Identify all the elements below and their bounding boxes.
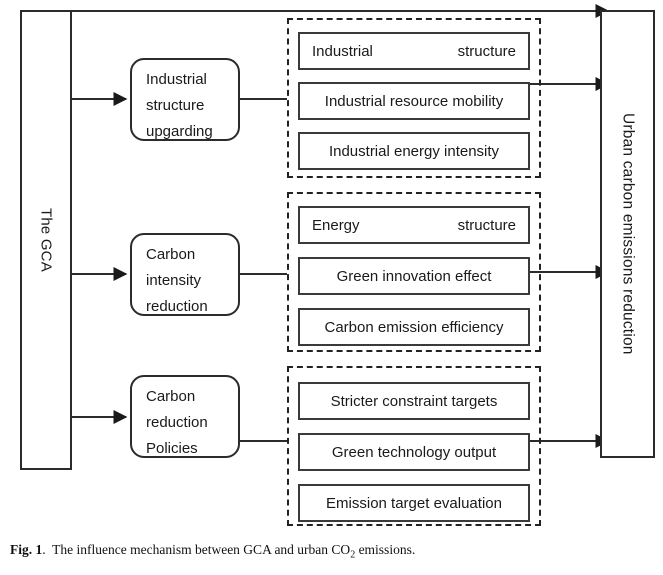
indicator-box: Energy structure [298, 206, 530, 244]
indicator-text: Industrial resource mobility [324, 92, 504, 110]
channel-node-line: Carbon [146, 388, 196, 405]
channel-node-line: Policies [146, 440, 198, 457]
outcome-bar-label: Urban carbon emissions reduction [619, 113, 637, 355]
indicator-text: Stricter constraint targets [330, 392, 498, 410]
channel-node-line: reduction [146, 414, 208, 431]
source-bar-the-gca: The GCA [20, 10, 72, 470]
channel-node-line: intensity [146, 272, 202, 289]
indicator-text: Industrial energy intensity [328, 142, 500, 160]
figure-caption-number: Fig. 1 [10, 542, 43, 557]
figure-caption-subscript: 2 [350, 549, 356, 561]
channel-node-line: structure [146, 97, 205, 114]
figure-caption-text-before: The influence mechanism between GCA and … [52, 542, 351, 557]
channel-node-industrial-structure-upgrading: Industrial structure upgarding [130, 58, 240, 141]
indicator-text: Emission target evaluation [326, 494, 502, 512]
channel-node-line: reduction [146, 298, 208, 315]
indicator-text-left: Industrial [312, 42, 373, 60]
channel-node-line: upgarding [146, 123, 213, 140]
indicator-box: Industrial resource mobility [298, 82, 530, 120]
indicator-box: Emission target evaluation [298, 484, 530, 522]
indicator-text: Green innovation effect [336, 267, 492, 285]
figure-caption-text-after: emissions. [355, 542, 416, 557]
indicator-group-carbon-intensity [287, 192, 541, 352]
indicator-box: Stricter constraint targets [298, 382, 530, 420]
indicator-text-left: Energy [312, 216, 360, 234]
indicator-text-right: structure [457, 216, 516, 234]
channel-node-line: Carbon [146, 246, 196, 263]
source-bar-label: The GCA [37, 208, 55, 272]
indicator-group-industrial [287, 18, 541, 178]
figure-caption-separator: . [42, 542, 46, 557]
channel-node-line: Industrial [146, 71, 207, 88]
indicator-box: Green technology output [298, 433, 530, 471]
indicator-box: Industrial energy intensity [298, 132, 530, 170]
indicator-group-carbon-policies [287, 366, 541, 526]
figure-caption: Fig. 1. The influence mechanism between … [10, 542, 655, 561]
channel-node-carbon-reduction-policies: Carbon reduction Policies [130, 375, 240, 458]
indicator-box: Carbon emission efficiency [298, 308, 530, 346]
outcome-bar-urban-carbon-emissions-reduction: Urban carbon emissions reduction [600, 10, 655, 458]
channel-node-carbon-intensity-reduction: Carbon intensity reduction [130, 233, 240, 316]
indicator-text-right: structure [457, 42, 516, 60]
indicator-text: Carbon emission efficiency [324, 318, 504, 336]
indicator-box: Industrial structure [298, 32, 530, 70]
indicator-text: Green technology output [331, 443, 497, 461]
indicator-box: Green innovation effect [298, 257, 530, 295]
